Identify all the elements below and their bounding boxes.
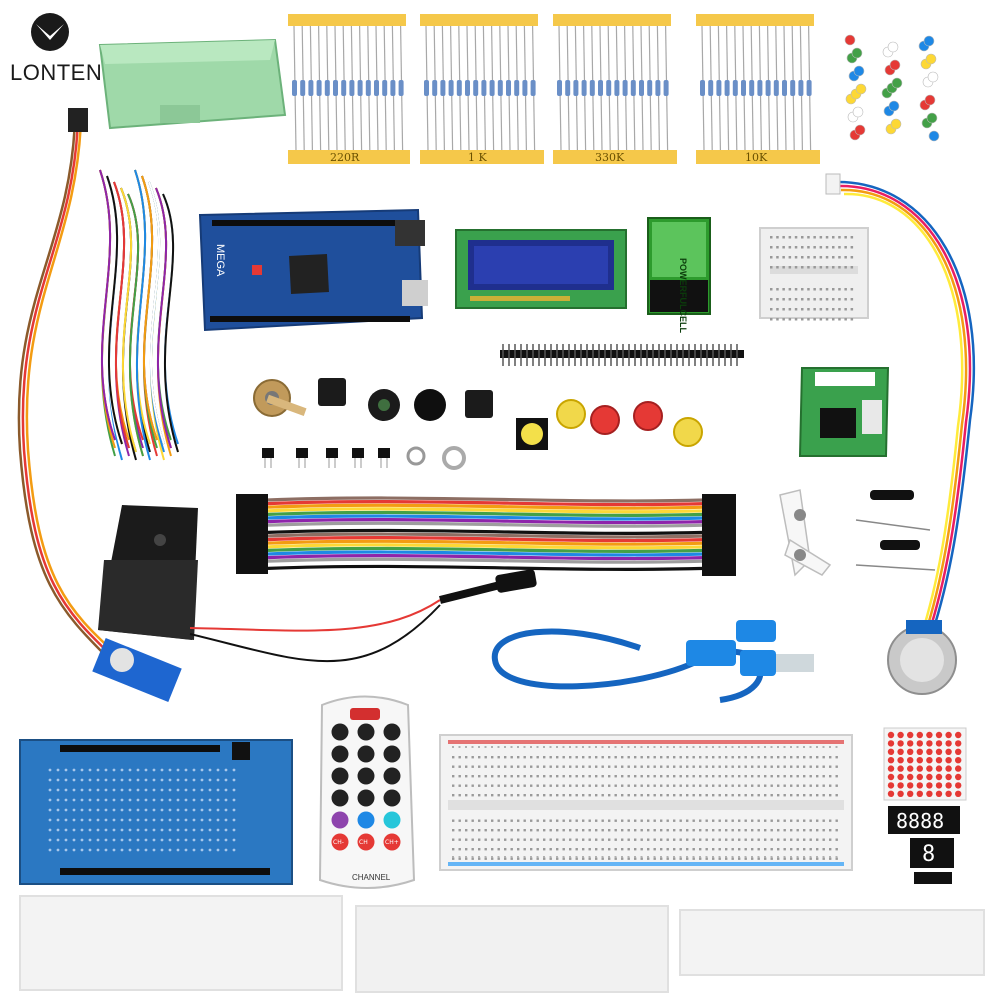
buzzer-active: [414, 389, 446, 421]
resistor-label: 220R: [330, 151, 360, 164]
dc-power-cable: [189, 569, 537, 663]
rainbow-dupont-ribbon: [236, 494, 736, 576]
led-dot-matrix-8x8: [883, 727, 967, 801]
tactile-buttons: [516, 399, 703, 450]
brand-emblem-icon: [31, 13, 69, 51]
brand-name: LONTEN: [10, 60, 103, 85]
battery-marking: POWERFULCELL: [678, 258, 688, 333]
servo-horns: [779, 489, 832, 577]
seven-segment-1-digit: 8: [910, 838, 954, 868]
washer: [442, 446, 466, 470]
servo-cable-left: [17, 108, 119, 661]
large-breadboard: [439, 734, 853, 871]
battery-holder-box: [98, 505, 198, 640]
small-components-row: [262, 448, 390, 468]
seven-seg-4-text: 8888: [896, 809, 944, 833]
jumper-wire-bundle: [99, 169, 179, 461]
component-storage-box: [98, 38, 287, 130]
resistor-bodies: [292, 25, 812, 151]
stepper-cable: [825, 173, 975, 647]
ir-and-sensor-parts: [855, 490, 936, 571]
remote-key-label: CH-: [333, 839, 344, 846]
resistor-strip-330k: 330K: [553, 14, 677, 164]
battery-9v: POWERFULCELL: [647, 217, 711, 333]
resistor-label: 330K: [595, 151, 625, 164]
resistor-strip-10k: 10K: [696, 14, 820, 164]
ir-remote-control: CH- CH CH+ CHANNEL: [318, 695, 416, 889]
stepper-driver-board: [798, 367, 890, 457]
resistor-label: 10K: [745, 151, 768, 164]
arduino-mega-board: MEGA: [198, 208, 428, 332]
resistor-label: 1 K: [468, 151, 487, 164]
seven-seg-1-text: 8: [922, 842, 935, 867]
storage-boxes-clear: [19, 895, 985, 993]
push-button-black-2: [465, 390, 493, 418]
remote-bottom-label: CHANNEL: [352, 873, 391, 882]
usb-cable: [491, 620, 814, 703]
potentiometer: [253, 379, 307, 417]
push-button-black: [318, 378, 346, 406]
micro-servo: [92, 637, 182, 703]
remote-key-label: CH: [359, 839, 368, 846]
led-pack: [844, 34, 940, 142]
resistor-strip-220r: 220R: [288, 14, 410, 164]
lcd-1602-module: [455, 229, 627, 309]
remote-key-label: CH+: [385, 839, 399, 846]
board-marking: MEGA: [214, 244, 226, 277]
ic-chip: [914, 872, 952, 884]
mini-breadboard: [759, 227, 869, 321]
stepper-motor: [887, 620, 957, 695]
brand-logo: LONTEN: [10, 10, 102, 85]
seven-segment-4-digit: 8888: [888, 806, 960, 834]
pin-header-strip: [500, 344, 744, 366]
mega-proto-shield: [19, 739, 293, 885]
resistor-strip-1k: 1 K: [420, 14, 544, 164]
spring-ring: [406, 446, 426, 466]
